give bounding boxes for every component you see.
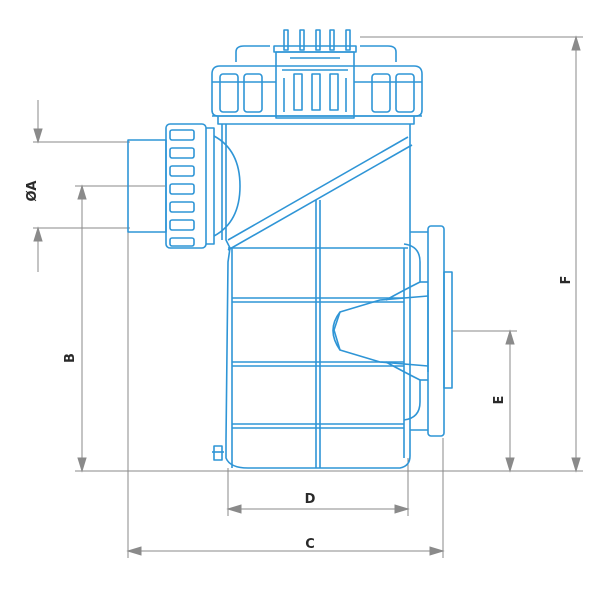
dimension-lines: [33, 35, 583, 558]
inlet-union: [127, 123, 241, 249]
label-f: F: [559, 276, 574, 285]
strainer-body: [127, 29, 453, 469]
housing: [212, 124, 413, 469]
label-diameter-a: ØA: [25, 181, 40, 202]
label-b: B: [63, 353, 78, 363]
lid-ring: [211, 45, 423, 125]
lid-handle: [273, 29, 357, 119]
outlet-flange: [332, 225, 453, 437]
label-e: E: [492, 396, 507, 405]
label-d: D: [305, 492, 316, 507]
label-c: C: [305, 537, 315, 552]
